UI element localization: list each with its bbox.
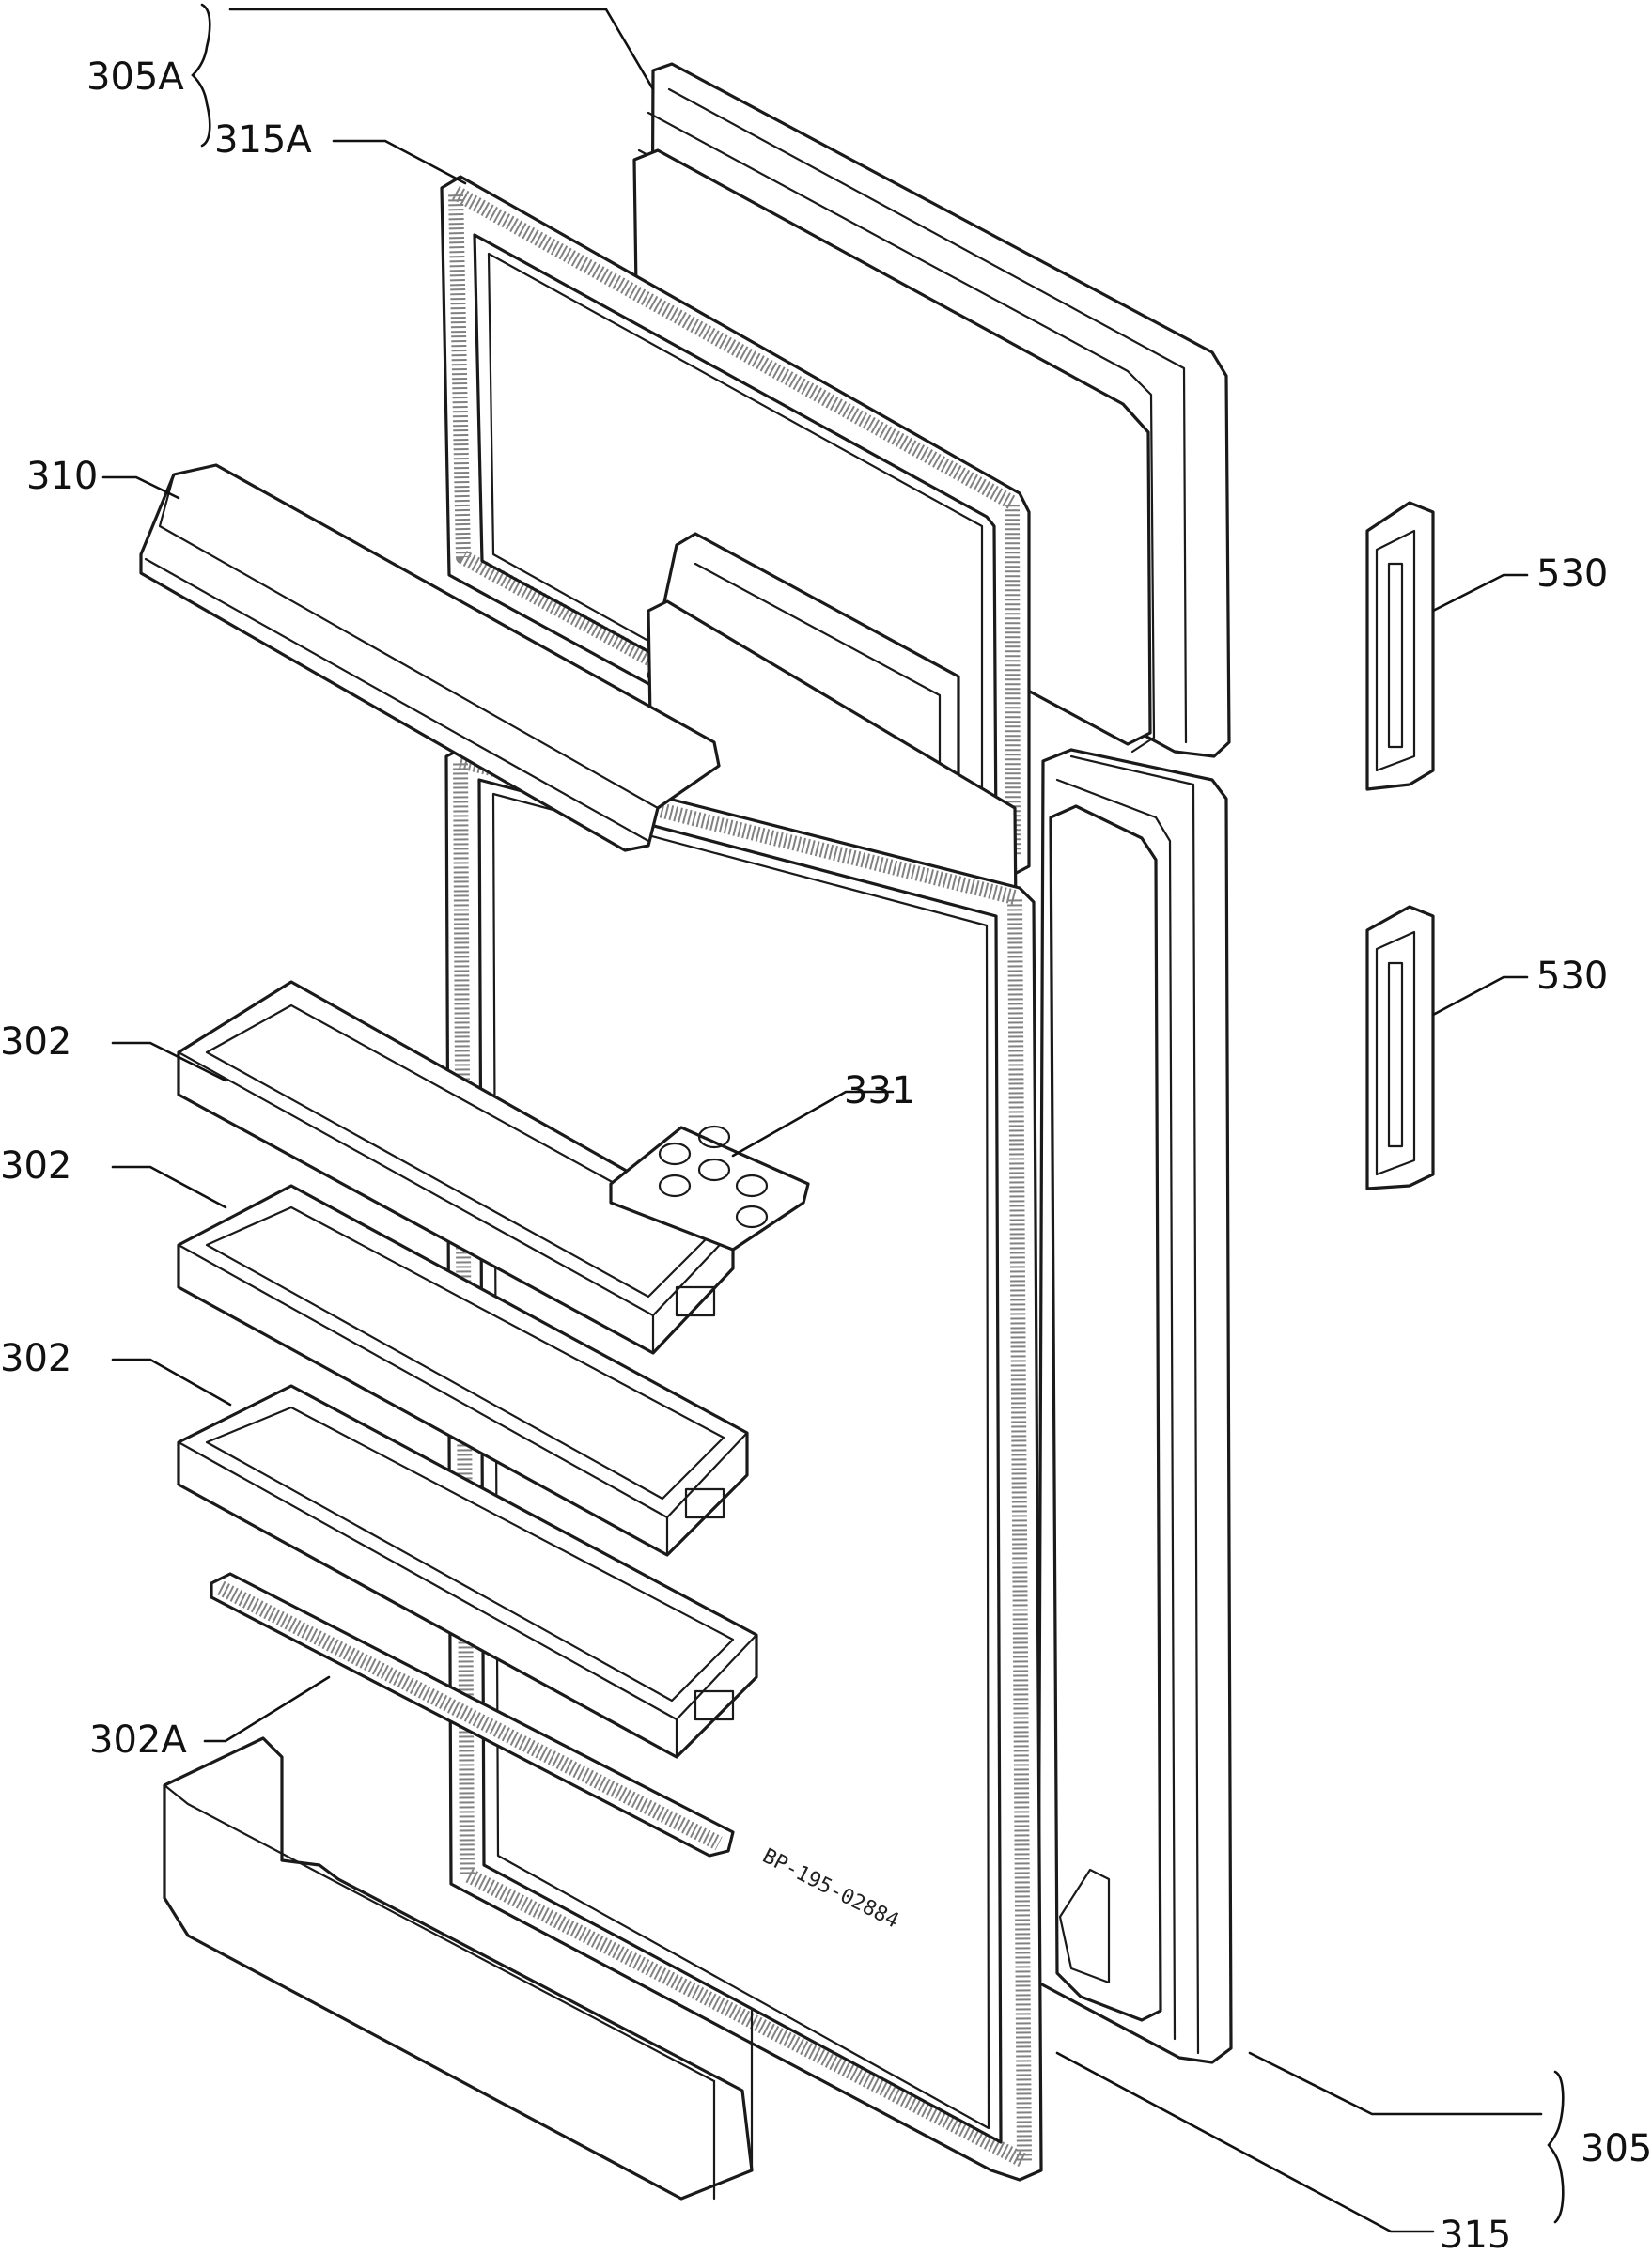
- label-302-third: 302: [0, 1337, 71, 1380]
- part-302-door-shelf-2: [177, 1184, 749, 1557]
- part-302A-bottle-retainer: [210, 1572, 735, 1858]
- part-530-handle-lower: [1365, 905, 1435, 1190]
- label-305A: 305A: [86, 55, 184, 99]
- label-302A: 302A: [89, 1718, 187, 1762]
- label-315: 315: [1440, 2214, 1511, 2255]
- label-331: 331: [844, 1069, 915, 1112]
- bottom-bottle-bin: [163, 1736, 754, 2201]
- part-530-handle-upper: [1365, 501, 1435, 791]
- label-530-upper: 530: [1536, 552, 1608, 596]
- label-305: 305: [1581, 2127, 1652, 2170]
- leader-lines: [101, 3, 1565, 2233]
- label-302-first: 302: [0, 1020, 71, 1064]
- part-302-door-shelf-3: [177, 1384, 758, 1759]
- part-331-egg-tray: [609, 1125, 810, 1252]
- part-310-shelf-cover: [139, 463, 721, 852]
- label-310: 310: [26, 455, 98, 498]
- label-530-lower: 530: [1536, 955, 1608, 998]
- part-302-door-shelf-1: [177, 980, 735, 1355]
- label-302-second: 302: [0, 1144, 71, 1188]
- label-315A: 315A: [214, 118, 312, 162]
- fridge-door-panel: [1036, 748, 1233, 2064]
- part-labels: 305A 315A 310 530 530 302 302 302 331 30…: [0, 55, 1652, 2255]
